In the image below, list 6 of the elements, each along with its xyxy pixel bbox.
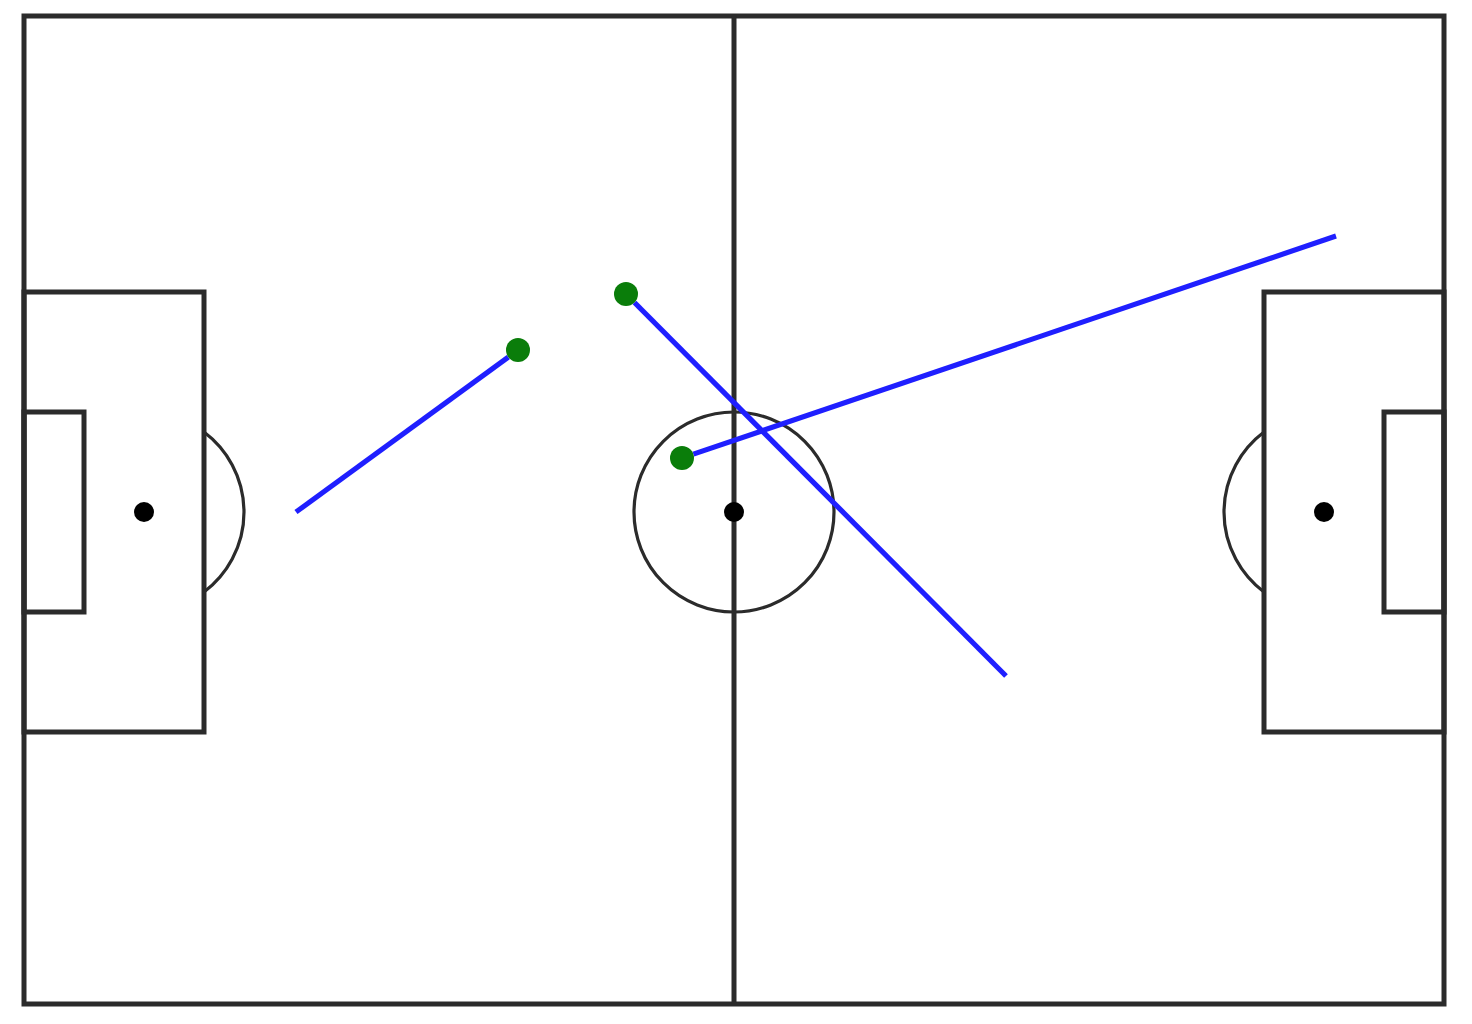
pass-start-dot — [670, 446, 694, 470]
pass-line — [294, 354, 510, 515]
pass-line — [692, 233, 1337, 457]
pass-line — [632, 300, 1008, 678]
pass-start-dot — [614, 282, 638, 306]
pass-start-dot — [506, 338, 530, 362]
